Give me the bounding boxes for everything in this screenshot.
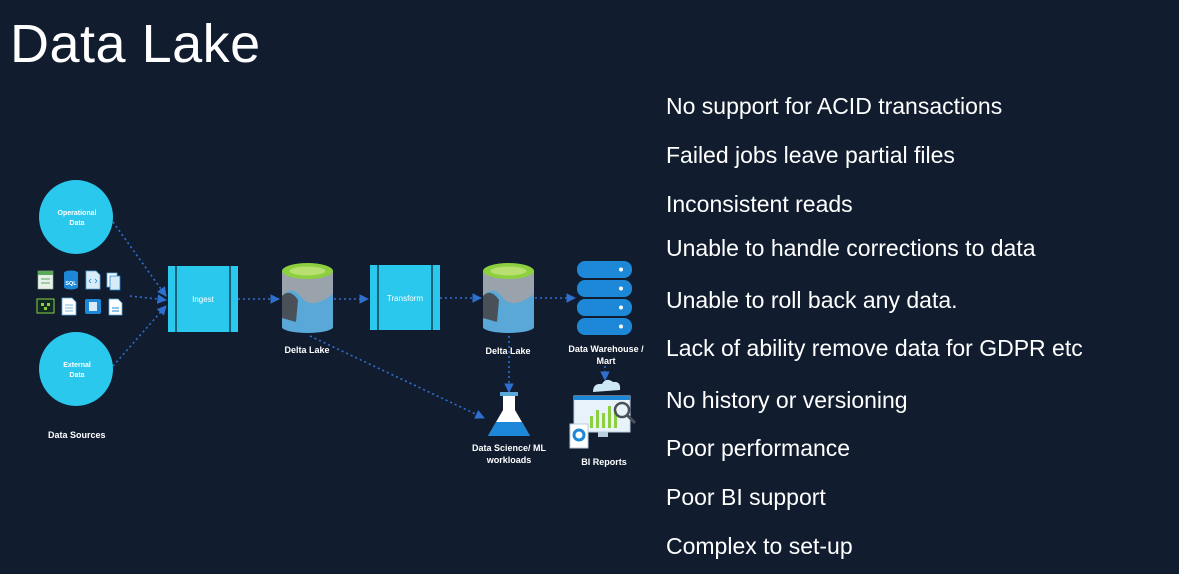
list-item: Unable to roll back any data.	[666, 287, 958, 313]
storage-icon	[85, 299, 101, 314]
file-icon	[108, 298, 123, 316]
operational-label-line1: Operational	[58, 210, 97, 217]
external-label-line2: Data	[69, 372, 84, 379]
ingest-node: Ingest	[168, 266, 238, 332]
transform-node: Transform	[370, 265, 440, 330]
external-data-node: External Data	[39, 332, 113, 406]
transform-label: Transform	[387, 294, 423, 303]
data-science-label-line1: Data Science/ ML	[472, 443, 547, 453]
list-item: Failed jobs leave partial files	[666, 142, 955, 168]
data-lake-diagram: Operational Data SQL	[36, 180, 644, 467]
data-science-label-line2: workloads	[486, 455, 532, 465]
delta-lake-2-node	[483, 263, 534, 333]
code-file-icon	[85, 270, 101, 290]
sql-database-icon: SQL	[64, 270, 78, 290]
list-item: No support for ACID transactions	[666, 93, 1003, 119]
list-item: Complex to set-up	[666, 533, 853, 559]
data-warehouse-node	[577, 261, 632, 335]
arrow-operational-to-ingest	[112, 221, 167, 297]
operational-data-node: Operational Data	[39, 180, 113, 254]
ingest-label: Ingest	[192, 295, 215, 304]
warehouse-label-line1: Data Warehouse /	[568, 344, 644, 354]
list-item: No history or versioning	[666, 387, 908, 413]
arrow-icons-to-ingest	[129, 294, 167, 304]
text-file-icon	[61, 297, 77, 316]
list-item: Lack of ability remove data for GDPR etc	[666, 335, 1083, 361]
documents-icon	[106, 272, 121, 291]
data-science-flask-icon	[488, 392, 530, 436]
warehouse-label-line2: Mart	[596, 356, 615, 366]
page-title: Data Lake	[10, 14, 261, 74]
arrow-lake1-to-datascience	[309, 335, 485, 419]
sql-icon-text: SQL	[65, 281, 77, 287]
bi-reports-label: BI Reports	[581, 457, 627, 467]
delta-lake-1-label: Delta Lake	[284, 345, 329, 355]
operational-label-line2: Data	[69, 220, 84, 227]
spreadsheet-icon	[37, 270, 54, 290]
data-sources-label: Data Sources	[48, 430, 106, 440]
arrow-external-to-ingest	[112, 305, 167, 367]
delta-lake-2-label: Delta Lake	[485, 346, 530, 356]
list-item: Poor performance	[666, 435, 851, 461]
list-item: Poor BI support	[666, 484, 826, 510]
list-item: Inconsistent reads	[666, 191, 853, 217]
external-label-line1: External	[63, 362, 91, 369]
connectors	[112, 221, 610, 419]
list-item: Unable to handle corrections to data	[666, 235, 1036, 261]
source-icons: SQL	[36, 270, 123, 316]
dataflow-icon	[36, 298, 55, 314]
bi-reports-icon	[569, 379, 637, 449]
delta-lake-1-node	[282, 263, 333, 333]
